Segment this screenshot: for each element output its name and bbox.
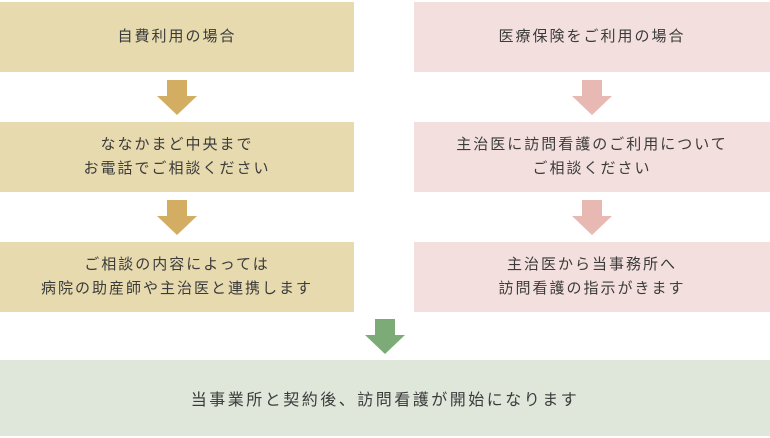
step-text-line: 主治医から当事務所へ [506,256,677,273]
step-text-line: お電話でご相談ください [83,160,271,177]
arrow-shaft [167,199,187,216]
step-text-line: ご相談の内容によっては [84,256,270,273]
final-arrow-row [0,312,770,360]
arrow-shaft [582,199,602,216]
step-text-line: 自費利用の場合 [117,28,237,45]
final-step-text: 当事業所と契約後、訪問看護が開始になります [190,392,580,409]
column-gap [354,2,414,312]
step-insurance-2: 主治医に訪問看護のご利用について ご相談ください [414,122,770,192]
arrow-head [572,215,612,235]
arrow-down-icon [365,318,405,354]
arrow-down-icon [157,79,197,115]
arrow-head [157,215,197,235]
step-self-pay-3: ご相談の内容によっては 病院の助産師や主治医と連携します [0,242,354,312]
arrow-shaft [167,79,187,96]
step-text-line: ご相談ください [532,160,652,177]
arrow-down-icon [572,199,612,235]
arrow-head [572,95,612,115]
step-text-line: 訪問看護の指示がきます [498,280,686,297]
arrow-row [414,192,770,242]
step-self-pay-1: 自費利用の場合 [0,2,354,72]
arrow-row [414,72,770,122]
step-text-line: ななかまど中央まで [100,136,254,153]
column-insurance: 医療保険をご利用の場合 主治医に訪問看護のご利用について ご相談ください 主治医 [414,2,770,312]
arrow-down-icon [572,79,612,115]
step-text-line: 医療保険をご利用の場合 [498,28,686,45]
step-text-line: 主治医に訪問看護のご利用について [456,136,728,153]
flow-columns: 自費利用の場合 ななかまど中央まで お電話でご相談ください ご相談の内容によって [0,2,770,312]
column-self-pay: 自費利用の場合 ななかまど中央まで お電話でご相談ください ご相談の内容によって [0,2,354,312]
arrow-shaft [582,79,602,96]
arrow-row [0,72,354,122]
step-insurance-3: 主治医から当事務所へ 訪問看護の指示がきます [414,242,770,312]
step-text-line: 病院の助産師や主治医と連携します [40,280,313,297]
arrow-head [157,95,197,115]
step-self-pay-2: ななかまど中央まで お電話でご相談ください [0,122,354,192]
arrow-down-icon [157,199,197,235]
arrow-head [365,334,405,354]
arrow-shaft [375,318,395,335]
arrow-row [0,192,354,242]
step-insurance-1: 医療保険をご利用の場合 [414,2,770,72]
final-step-box: 当事業所と契約後、訪問看護が開始になります [0,360,770,436]
